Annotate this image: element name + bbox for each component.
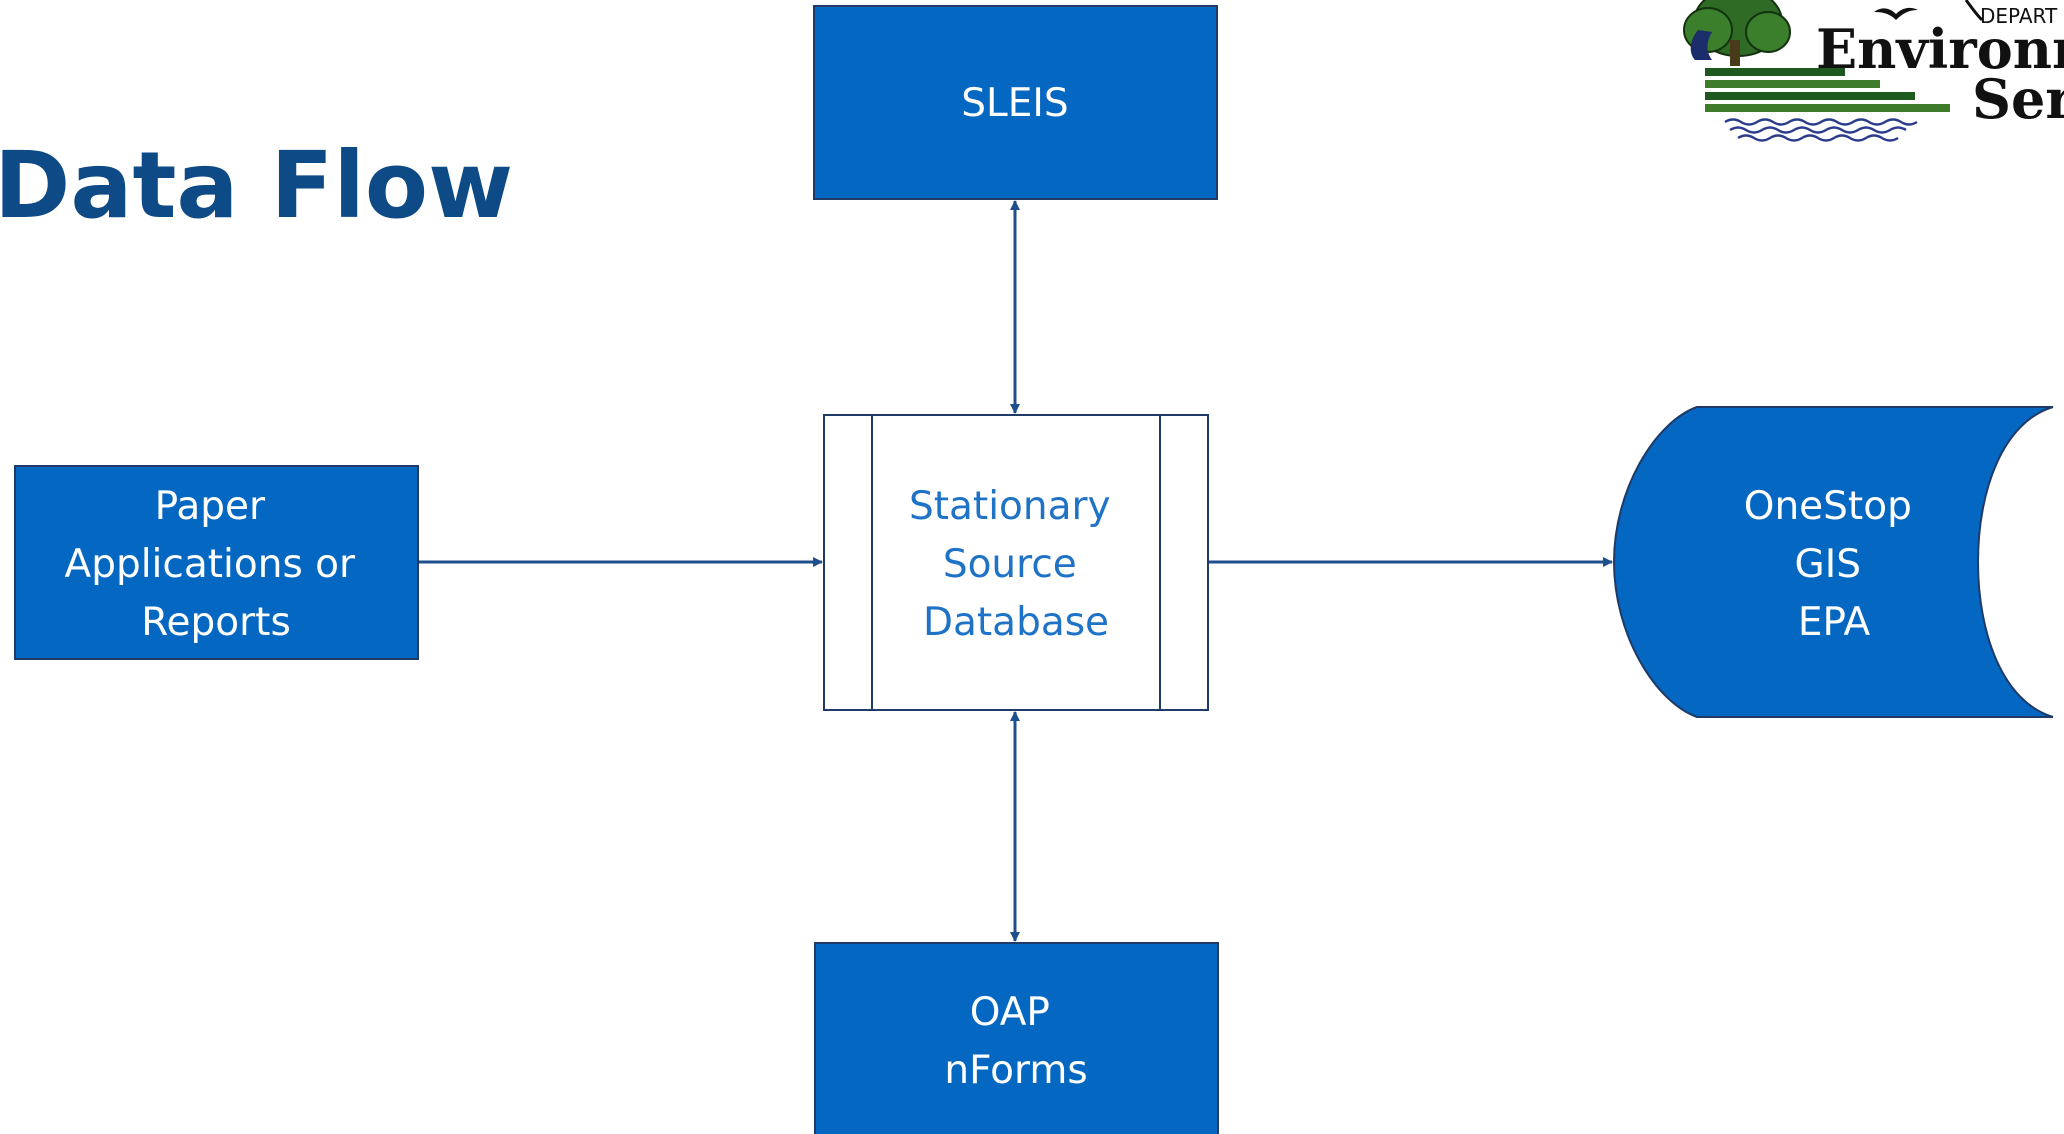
node-oap: OAP nForms	[814, 942, 1219, 1134]
node-database: Stationary Source Database	[823, 414, 1209, 711]
node-sleis: SLEIS	[813, 5, 1218, 200]
node-onestop-shape	[1612, 406, 2054, 718]
node-onestop-line: GIS	[1795, 542, 1861, 587]
node-onestop-line: EPA	[1798, 600, 1871, 645]
water-waves-icon	[1724, 118, 1918, 142]
page-title: Data Flow	[0, 132, 513, 239]
logo-line1: DEPART	[1980, 4, 2058, 28]
node-paper-line: Paper	[155, 484, 266, 529]
node-paper: Paper Applications or Reports	[14, 465, 419, 660]
node-paper-line: Applications or	[65, 542, 356, 587]
node-sleis-box	[813, 5, 1218, 200]
node-sleis-line: SLEIS	[961, 81, 1068, 126]
bird-icon	[1874, 7, 1918, 20]
node-paper-box	[14, 465, 419, 660]
node-oap-box	[814, 942, 1219, 1134]
logo-line3: Serv	[1972, 67, 2064, 131]
logo-line2: Environme	[1816, 17, 2064, 81]
node-onestop-line: OneStop	[1744, 484, 1912, 529]
node-paper-label: Paper Applications or Reports	[65, 484, 368, 645]
node-database-line: Stationary	[909, 484, 1111, 529]
agency-logo: DEPART Environme Serv	[1683, 0, 2064, 142]
node-database-box	[823, 414, 1209, 711]
node-database-label: Stationary Source Database	[909, 484, 1123, 645]
node-sleis-label: SLEIS	[961, 81, 1068, 126]
node-database-line: Database	[923, 600, 1109, 645]
node-paper-line: Reports	[141, 600, 291, 645]
node-database-line: Source	[943, 542, 1077, 587]
node-oap-line: nForms	[944, 1048, 1087, 1093]
node-onestop: OneStop GIS EPA	[1612, 406, 2054, 718]
node-oap-label: OAP nForms	[944, 990, 1087, 1093]
node-onestop-label: OneStop GIS EPA	[1744, 484, 1924, 645]
node-oap-line: OAP	[970, 990, 1050, 1035]
